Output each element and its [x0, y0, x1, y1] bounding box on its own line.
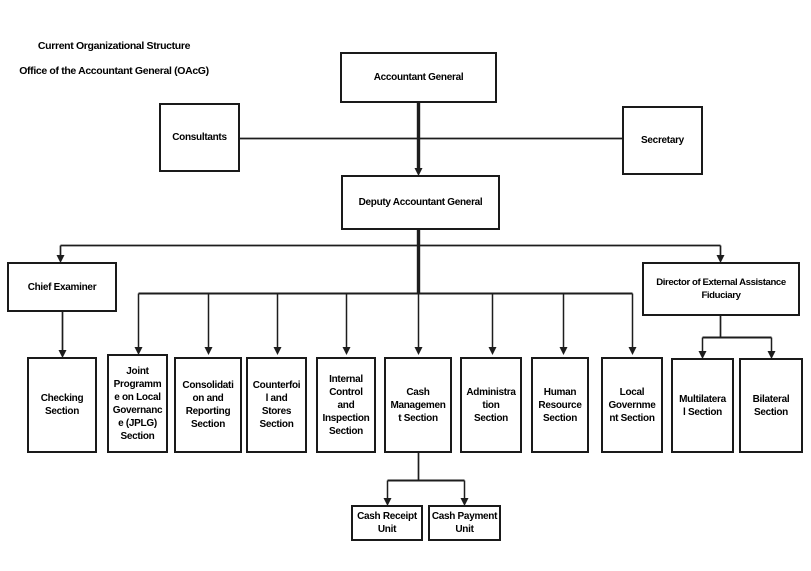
- node-label: Local Governme nt Section: [608, 386, 656, 424]
- node-label: Cash Receipt Unit: [357, 511, 417, 535]
- node-label: Checking Section: [40, 393, 84, 417]
- connector-arrowheads: [56, 168, 776, 506]
- connector-lines: [59, 103, 773, 500]
- node-label: Director of External Assistance Fiduciar…: [656, 277, 786, 301]
- node-local-government-section: Local Governme nt Section: [601, 357, 663, 453]
- node-multilateral-section: Multilatera l Section: [671, 358, 734, 453]
- node-label: Multilatera l Section: [679, 393, 726, 418]
- arrow-down-icon: [716, 255, 725, 263]
- node-label: Administra tion Section: [466, 386, 516, 424]
- arrow-down-icon: [56, 255, 65, 263]
- node-label: Human Resource Section: [538, 386, 582, 424]
- node-administration-section: Administra tion Section: [460, 357, 522, 453]
- arrow-down-icon: [414, 347, 423, 355]
- node-label: Internal Control and Inspection Section: [322, 373, 370, 437]
- node-label: Joint Programm e on Local Governanc e (J…: [112, 365, 163, 442]
- node-director-external-assistance-fiduciary: Director of External Assistance Fiduciar…: [642, 262, 800, 316]
- node-bilateral-section: Bilateral Section: [739, 358, 803, 453]
- arrow-down-icon: [559, 347, 568, 355]
- node-cash-payment-unit: Cash Payment Unit: [428, 505, 501, 541]
- arrow-down-icon: [488, 347, 497, 355]
- node-label: Deputy Accountant General: [358, 197, 483, 208]
- arrow-down-icon: [414, 168, 423, 176]
- node-checking-section: Checking Section: [27, 357, 97, 453]
- node-label: Cash Payment Unit: [431, 511, 498, 535]
- arrow-down-icon: [273, 347, 282, 355]
- arrow-down-icon: [342, 347, 351, 355]
- node-label: Counterfoi l and Stores Section: [252, 380, 301, 430]
- node-human-resource-section: Human Resource Section: [531, 357, 589, 453]
- node-label: Cash Managemen t Section: [390, 386, 446, 424]
- arrow-down-icon: [628, 347, 637, 355]
- arrow-down-icon: [134, 347, 143, 355]
- arrow-down-icon: [58, 350, 67, 358]
- chart-title-line2: Office of the Accountant General (OAcG): [19, 65, 209, 77]
- arrow-down-icon: [767, 351, 776, 359]
- node-accountant-general: Accountant General: [340, 52, 497, 103]
- arrow-down-icon: [698, 351, 707, 359]
- node-label: Chief Examiner: [27, 281, 97, 293]
- arrow-down-icon: [204, 347, 213, 355]
- node-cash-receipt-unit: Cash Receipt Unit: [351, 505, 423, 541]
- node-deputy-accountant-general: Deputy Accountant General: [341, 175, 500, 230]
- node-label: Consultants: [172, 132, 227, 143]
- arrow-down-icon: [383, 498, 392, 506]
- chart-title: Current Organizational Structure Office …: [8, 34, 220, 84]
- node-label: Secretary: [641, 135, 684, 146]
- node-chief-examiner: Chief Examiner: [7, 262, 117, 312]
- node-label: Consolidati on and Reporting Section: [182, 380, 234, 430]
- arrow-down-icon: [460, 498, 469, 506]
- node-cash-management-section: Cash Managemen t Section: [384, 357, 452, 453]
- node-counterfoil-stores-section: Counterfoi l and Stores Section: [246, 357, 307, 453]
- node-secretary: Secretary: [622, 106, 703, 175]
- node-label: Bilateral Section: [752, 393, 790, 418]
- node-jplg-section: Joint Programm e on Local Governanc e (J…: [107, 354, 168, 453]
- chart-title-line1: Current Organizational Structure: [37, 40, 191, 52]
- node-internal-control-inspection-section: Internal Control and Inspection Section: [316, 357, 376, 453]
- node-consolidation-reporting-section: Consolidati on and Reporting Section: [174, 357, 242, 453]
- node-consultants: Consultants: [159, 103, 240, 172]
- node-label: Accountant General: [373, 72, 464, 83]
